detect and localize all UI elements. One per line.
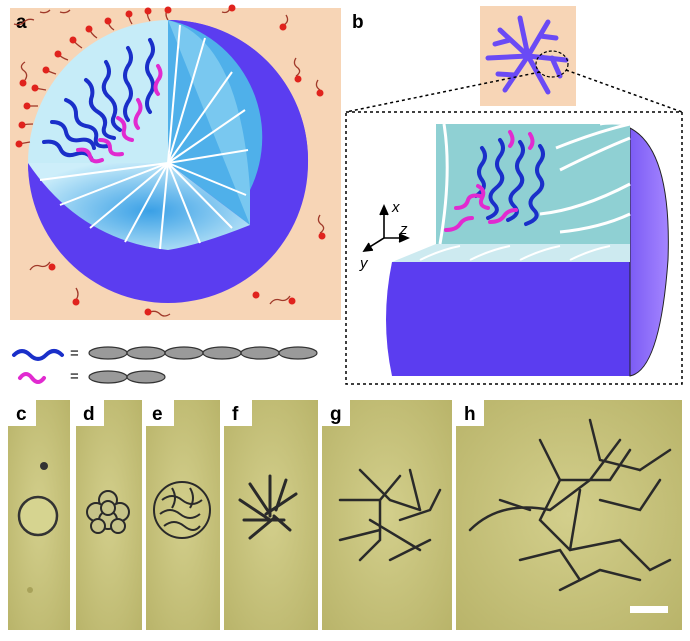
legend-long-chain — [12, 349, 64, 361]
legend-short-equals: = — [70, 368, 79, 385]
micrograph-panel-f: f — [224, 400, 318, 630]
panel-b: b — [345, 6, 683, 385]
top-face-lines — [419, 245, 611, 261]
cylinder-body — [386, 262, 630, 376]
early-branches — [238, 474, 298, 540]
panel-d-label: d — [83, 404, 95, 425]
panel-a-label: a — [16, 12, 27, 33]
wrinkled-droplet — [153, 481, 211, 539]
chain-legend: = = — [12, 345, 318, 385]
zoom-line-right — [565, 69, 683, 113]
cylinder-end-cap — [629, 127, 669, 377]
short-chains — [76, 64, 163, 164]
panel-a: a — [10, 4, 341, 320]
panel-f-label: f — [232, 404, 239, 425]
initial-droplet — [17, 495, 59, 537]
legend-short-chain — [18, 372, 46, 384]
legend-short-beads — [88, 370, 166, 384]
zoom-circle — [535, 50, 569, 78]
droplet-cut-face-inner — [168, 20, 250, 225]
growing-network — [338, 468, 442, 562]
radial-lines — [39, 24, 249, 250]
micrograph-panel-c: c — [8, 400, 70, 630]
mature-network — [468, 418, 672, 592]
axis-z-label: z — [399, 221, 408, 238]
coordinate-axes — [362, 204, 410, 252]
cylinder-top-face — [392, 244, 630, 262]
micrograph-panel-h: h — [456, 400, 682, 630]
interface-surfactants — [15, 6, 172, 148]
panel-c-label: c — [16, 404, 27, 425]
panel-b-label: b — [352, 12, 364, 33]
micrograph-panel-d: d — [76, 400, 142, 630]
scale-bar — [630, 606, 668, 613]
free-surfactants — [13, 4, 326, 317]
micrograph-panel-g: g — [322, 400, 452, 630]
panel-e-label: e — [152, 404, 163, 425]
zoom-frame — [345, 111, 683, 385]
side-face-lines — [438, 121, 631, 245]
panel-g-label: g — [330, 404, 342, 425]
dendrite-shape — [485, 15, 569, 95]
aligned-short-chains — [444, 130, 535, 232]
panel-h-label: h — [464, 404, 476, 425]
micrograph-panel-e: e — [146, 400, 220, 630]
budding-droplet — [86, 490, 130, 534]
axis-x-label: x — [391, 199, 400, 216]
long-chains — [42, 38, 155, 162]
axis-y-label: y — [359, 255, 369, 272]
legend-long-equals: = — [70, 345, 79, 362]
legend-long-beads — [88, 346, 318, 360]
